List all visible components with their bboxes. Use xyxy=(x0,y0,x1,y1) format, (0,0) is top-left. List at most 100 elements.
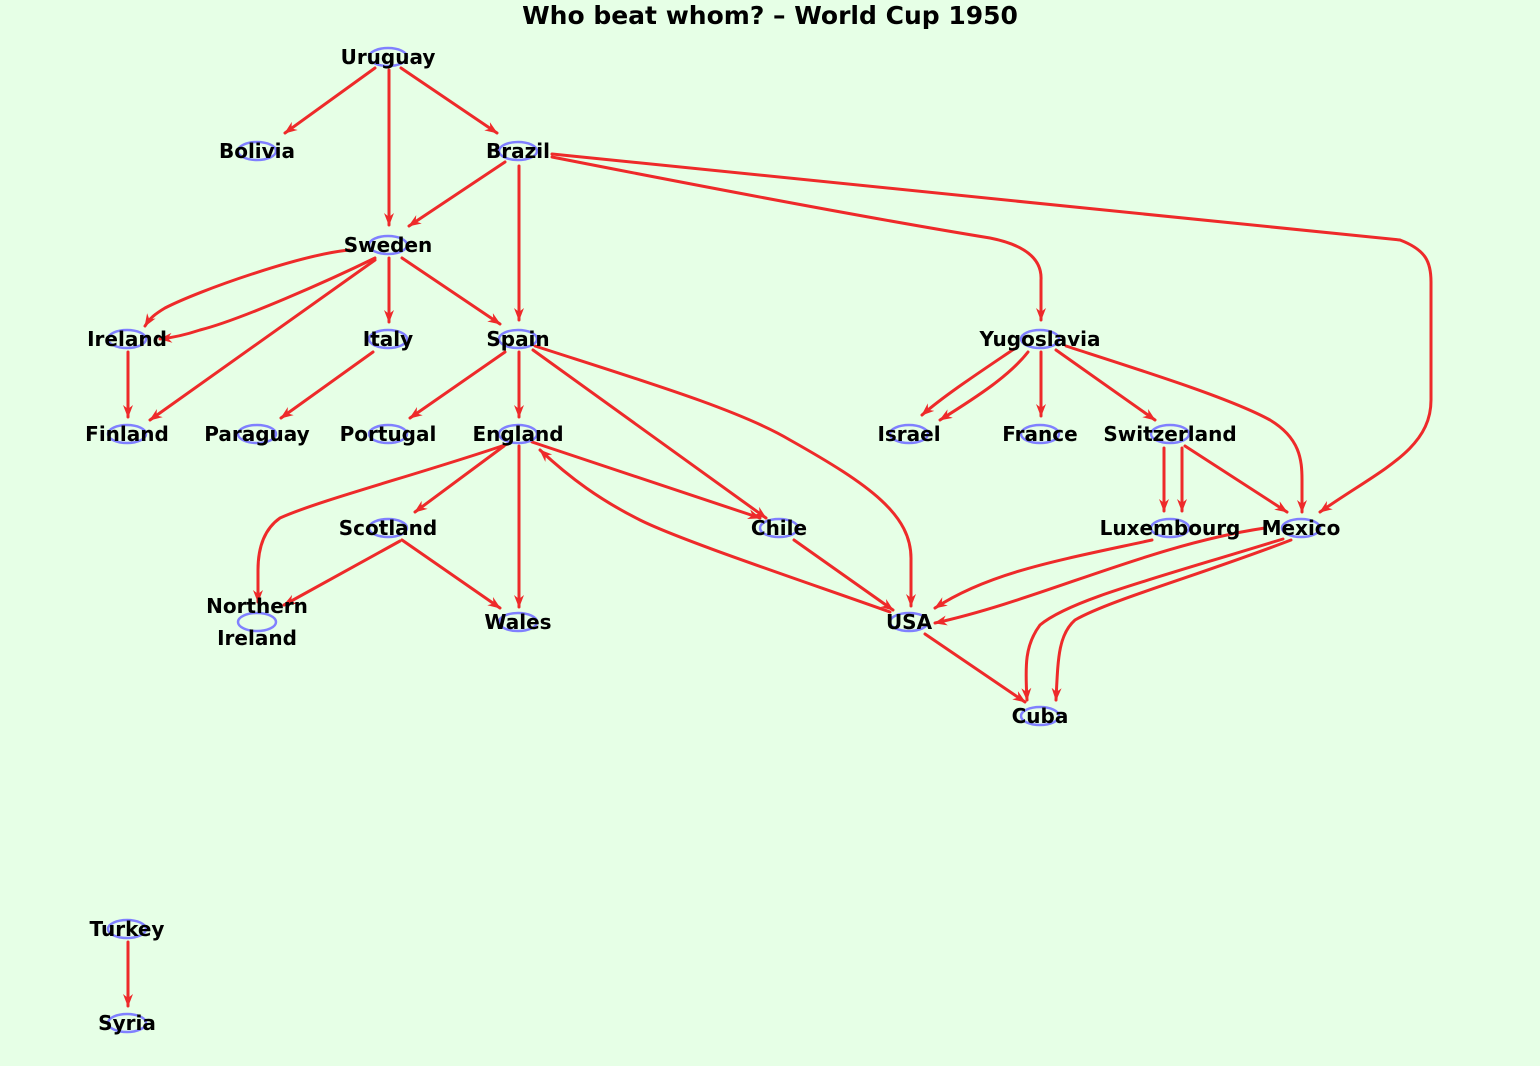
node-luxembourg[interactable]: Luxembourg xyxy=(1100,516,1241,540)
node-label: England xyxy=(472,422,563,446)
node-label: Paraguay xyxy=(204,422,309,446)
node-chile[interactable]: Chile xyxy=(751,516,807,540)
node-label: Sweden xyxy=(344,233,433,257)
node-label: Switzerland xyxy=(1103,422,1236,446)
node-ellipse xyxy=(497,328,539,350)
node-ellipse xyxy=(497,140,539,162)
node-label: Luxembourg xyxy=(1100,516,1241,540)
node-scotland[interactable]: Scotland xyxy=(339,516,437,540)
node-sweden[interactable]: Sweden xyxy=(344,233,433,257)
node-ellipse xyxy=(1019,423,1061,445)
node-label: Yugoslavia xyxy=(979,327,1101,351)
node-brazil[interactable]: Brazil xyxy=(486,139,550,163)
node-ellipse xyxy=(1019,328,1061,350)
node-label: Italy xyxy=(363,327,413,351)
node-label: Finland xyxy=(85,422,169,446)
edge-brazil-beat-mexico xyxy=(550,152,1433,514)
node-label-line: Ireland xyxy=(217,626,297,650)
node-syria[interactable]: Syria xyxy=(98,1011,156,1035)
edge-sweden-beat-ireland xyxy=(143,248,351,328)
node-label: Syria xyxy=(98,1011,156,1035)
node-label: Scotland xyxy=(339,516,437,540)
node-ireland[interactable]: Ireland xyxy=(87,327,167,351)
node-ellipse xyxy=(888,423,930,445)
node-france[interactable]: France xyxy=(1002,422,1077,446)
edge-england-beat-scotland xyxy=(413,444,506,514)
node-switzerland[interactable]: Switzerland xyxy=(1103,422,1236,446)
node-paraguay[interactable]: Paraguay xyxy=(204,422,309,446)
chart-title: Who beat whom? – World Cup 1950 xyxy=(522,1,1018,30)
node-england[interactable]: England xyxy=(472,422,563,446)
node-label: Cuba xyxy=(1012,704,1069,728)
edge-yugoslavia-beat-israel xyxy=(938,350,1030,422)
node-ellipse xyxy=(1019,705,1061,727)
edge-mexico-beat-cuba xyxy=(1051,538,1293,702)
node-ellipse xyxy=(758,517,800,539)
node-label: Portugal xyxy=(340,422,437,446)
node-italy[interactable]: Italy xyxy=(363,327,413,351)
edge-luxembourg-beat-usa xyxy=(933,538,1154,610)
edge-mexico-beat-cuba xyxy=(1021,537,1285,702)
node-label: Wales xyxy=(484,610,551,634)
node-ellipse xyxy=(367,234,409,256)
node-turkey[interactable]: Turkey xyxy=(90,917,165,941)
node-label: Chile xyxy=(751,516,807,540)
node-label: Mexico xyxy=(1262,516,1341,540)
edge-england-beat-chile xyxy=(530,440,762,520)
node-ellipse xyxy=(497,423,539,445)
edge-italy-beat-paraguay xyxy=(279,350,375,420)
node-usa[interactable]: USA xyxy=(886,610,933,634)
edge-yugoslavia-beat-israel xyxy=(920,347,1016,417)
node-label: Turkey xyxy=(90,917,165,941)
edge-usa-beat-england xyxy=(538,448,892,614)
node-ellipse xyxy=(106,423,148,445)
node-uruguay[interactable]: Uruguay xyxy=(341,45,436,69)
node-ellipse xyxy=(367,328,409,350)
node-ellipse xyxy=(1149,423,1191,445)
node-ellipse xyxy=(236,611,278,633)
node-cuba[interactable]: Cuba xyxy=(1012,704,1069,728)
node-ellipse xyxy=(236,423,278,445)
edge-usa-beat-cuba xyxy=(923,632,1027,704)
edge-scotland-beat-northern-ireland xyxy=(282,539,402,607)
node-label: Ireland xyxy=(87,327,167,351)
node-finland[interactable]: Finland xyxy=(85,422,169,446)
node-mexico[interactable]: Mexico xyxy=(1262,516,1341,540)
edge-yugoslavia-beat-switzerland xyxy=(1054,348,1157,422)
edge-sweden-beat-ireland xyxy=(158,256,377,343)
edge-spain-beat-usa xyxy=(533,344,916,608)
node-label: Uruguay xyxy=(341,45,436,69)
edge-england-beat-northern-ireland xyxy=(253,442,510,604)
node-yugoslavia[interactable]: Yugoslavia xyxy=(979,327,1101,351)
node-label: Bolivia xyxy=(219,139,295,163)
node-ellipse xyxy=(236,140,278,162)
node-bolivia[interactable]: Bolivia xyxy=(219,139,295,163)
edge-scotland-beat-wales xyxy=(400,538,502,610)
edge-uruguay-beat-brazil xyxy=(399,66,499,135)
node-ellipse xyxy=(367,517,409,539)
node-label-line: Northern xyxy=(206,594,308,618)
node-ellipse xyxy=(106,1012,148,1034)
edge-switzerland-beat-mexico xyxy=(1183,444,1289,514)
node-spain[interactable]: Spain xyxy=(486,327,549,351)
node-label: Spain xyxy=(486,327,549,351)
node-label: USA xyxy=(886,610,933,634)
edges-layer xyxy=(123,66,1433,1008)
node-israel[interactable]: Israel xyxy=(877,422,940,446)
node-ellipse xyxy=(497,611,539,633)
node-ellipse xyxy=(1280,517,1322,539)
edge-spain-beat-portugal xyxy=(408,350,507,420)
edge-brazil-beat-sweden xyxy=(407,160,507,228)
edge-sweden-beat-spain xyxy=(400,256,502,326)
edge-chile-beat-usa xyxy=(792,538,895,612)
node-wales[interactable]: Wales xyxy=(484,610,551,634)
edge-yugoslavia-beat-mexico xyxy=(1064,344,1307,514)
node-ellipse xyxy=(106,328,148,350)
node-portugal[interactable]: Portugal xyxy=(340,422,437,446)
node-ellipse xyxy=(367,46,409,68)
node-label: Brazil xyxy=(486,139,550,163)
